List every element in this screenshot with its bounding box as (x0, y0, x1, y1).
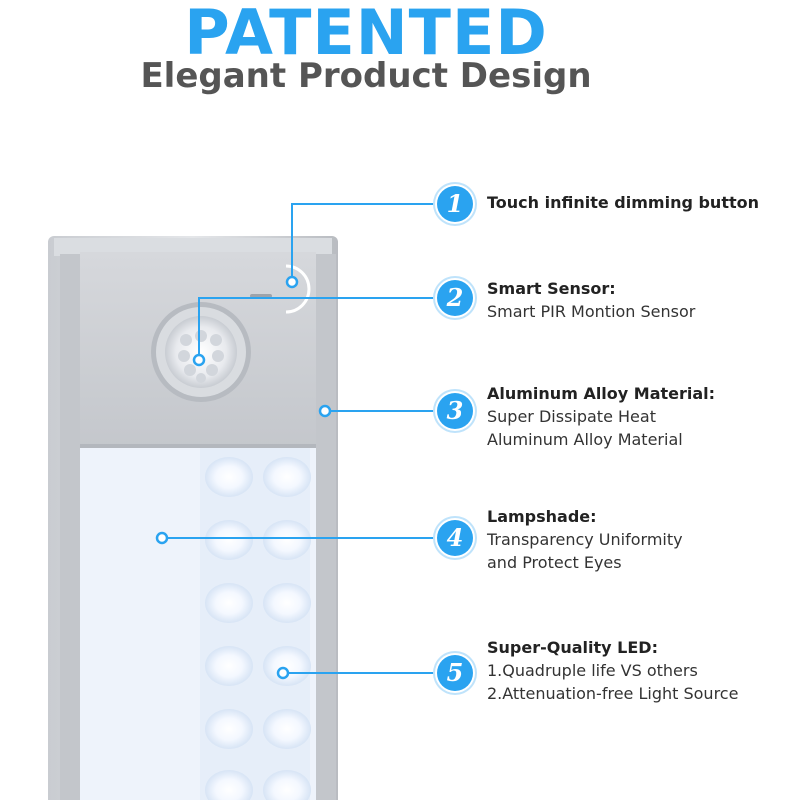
feature-3: Aluminum Alloy Material: Super Dissipate… (487, 383, 787, 451)
feature-1: Touch infinite dimming button (487, 192, 787, 214)
callout-dot-3 (318, 404, 332, 418)
feature-4: Lampshade: Transparency Uniformity and P… (487, 506, 787, 574)
feature-5-line-2: 2.Attenuation-free Light Source (487, 684, 739, 703)
feature-3-title: Aluminum Alloy Material: (487, 384, 716, 403)
subheadline: Elegant Product Design (140, 56, 592, 96)
feature-5-line-1: 1.Quadruple life VS others (487, 661, 698, 680)
feature-badge-1: 1 (437, 186, 473, 222)
feature-3-line-2: Aluminum Alloy Material (487, 430, 683, 449)
feature-4-line-1: Transparency Uniformity (487, 530, 683, 549)
feature-4-title: Lampshade: (487, 507, 597, 526)
callout-dot-4 (155, 531, 169, 545)
feature-2: Smart Sensor: Smart PIR Montion Sensor (487, 278, 787, 323)
callout-dot-5 (276, 666, 290, 680)
feature-badge-2: 2 (437, 280, 473, 316)
feature-3-line-1: Super Dissipate Heat (487, 407, 656, 426)
callout-lines (162, 203, 437, 674)
feature-5-title: Super-Quality LED: (487, 638, 658, 657)
feature-1-title: Touch infinite dimming button (487, 193, 759, 212)
pir-sensor (151, 302, 251, 402)
headline: PATENTED (184, 0, 548, 69)
callout-dot-2 (192, 353, 206, 367)
callout-dot-1 (285, 275, 299, 289)
feature-badge-3: 3 (437, 393, 473, 429)
callout-dots (155, 275, 332, 680)
led-array (205, 457, 311, 800)
feature-badge-4: 4 (437, 520, 473, 556)
feature-4-line-2: and Protect Eyes (487, 553, 622, 572)
feature-badge-5: 5 (437, 655, 473, 691)
feature-2-title: Smart Sensor: (487, 279, 616, 298)
feature-2-line-1: Smart PIR Montion Sensor (487, 302, 696, 321)
feature-5: Super-Quality LED: 1.Quadruple life VS o… (487, 637, 787, 705)
